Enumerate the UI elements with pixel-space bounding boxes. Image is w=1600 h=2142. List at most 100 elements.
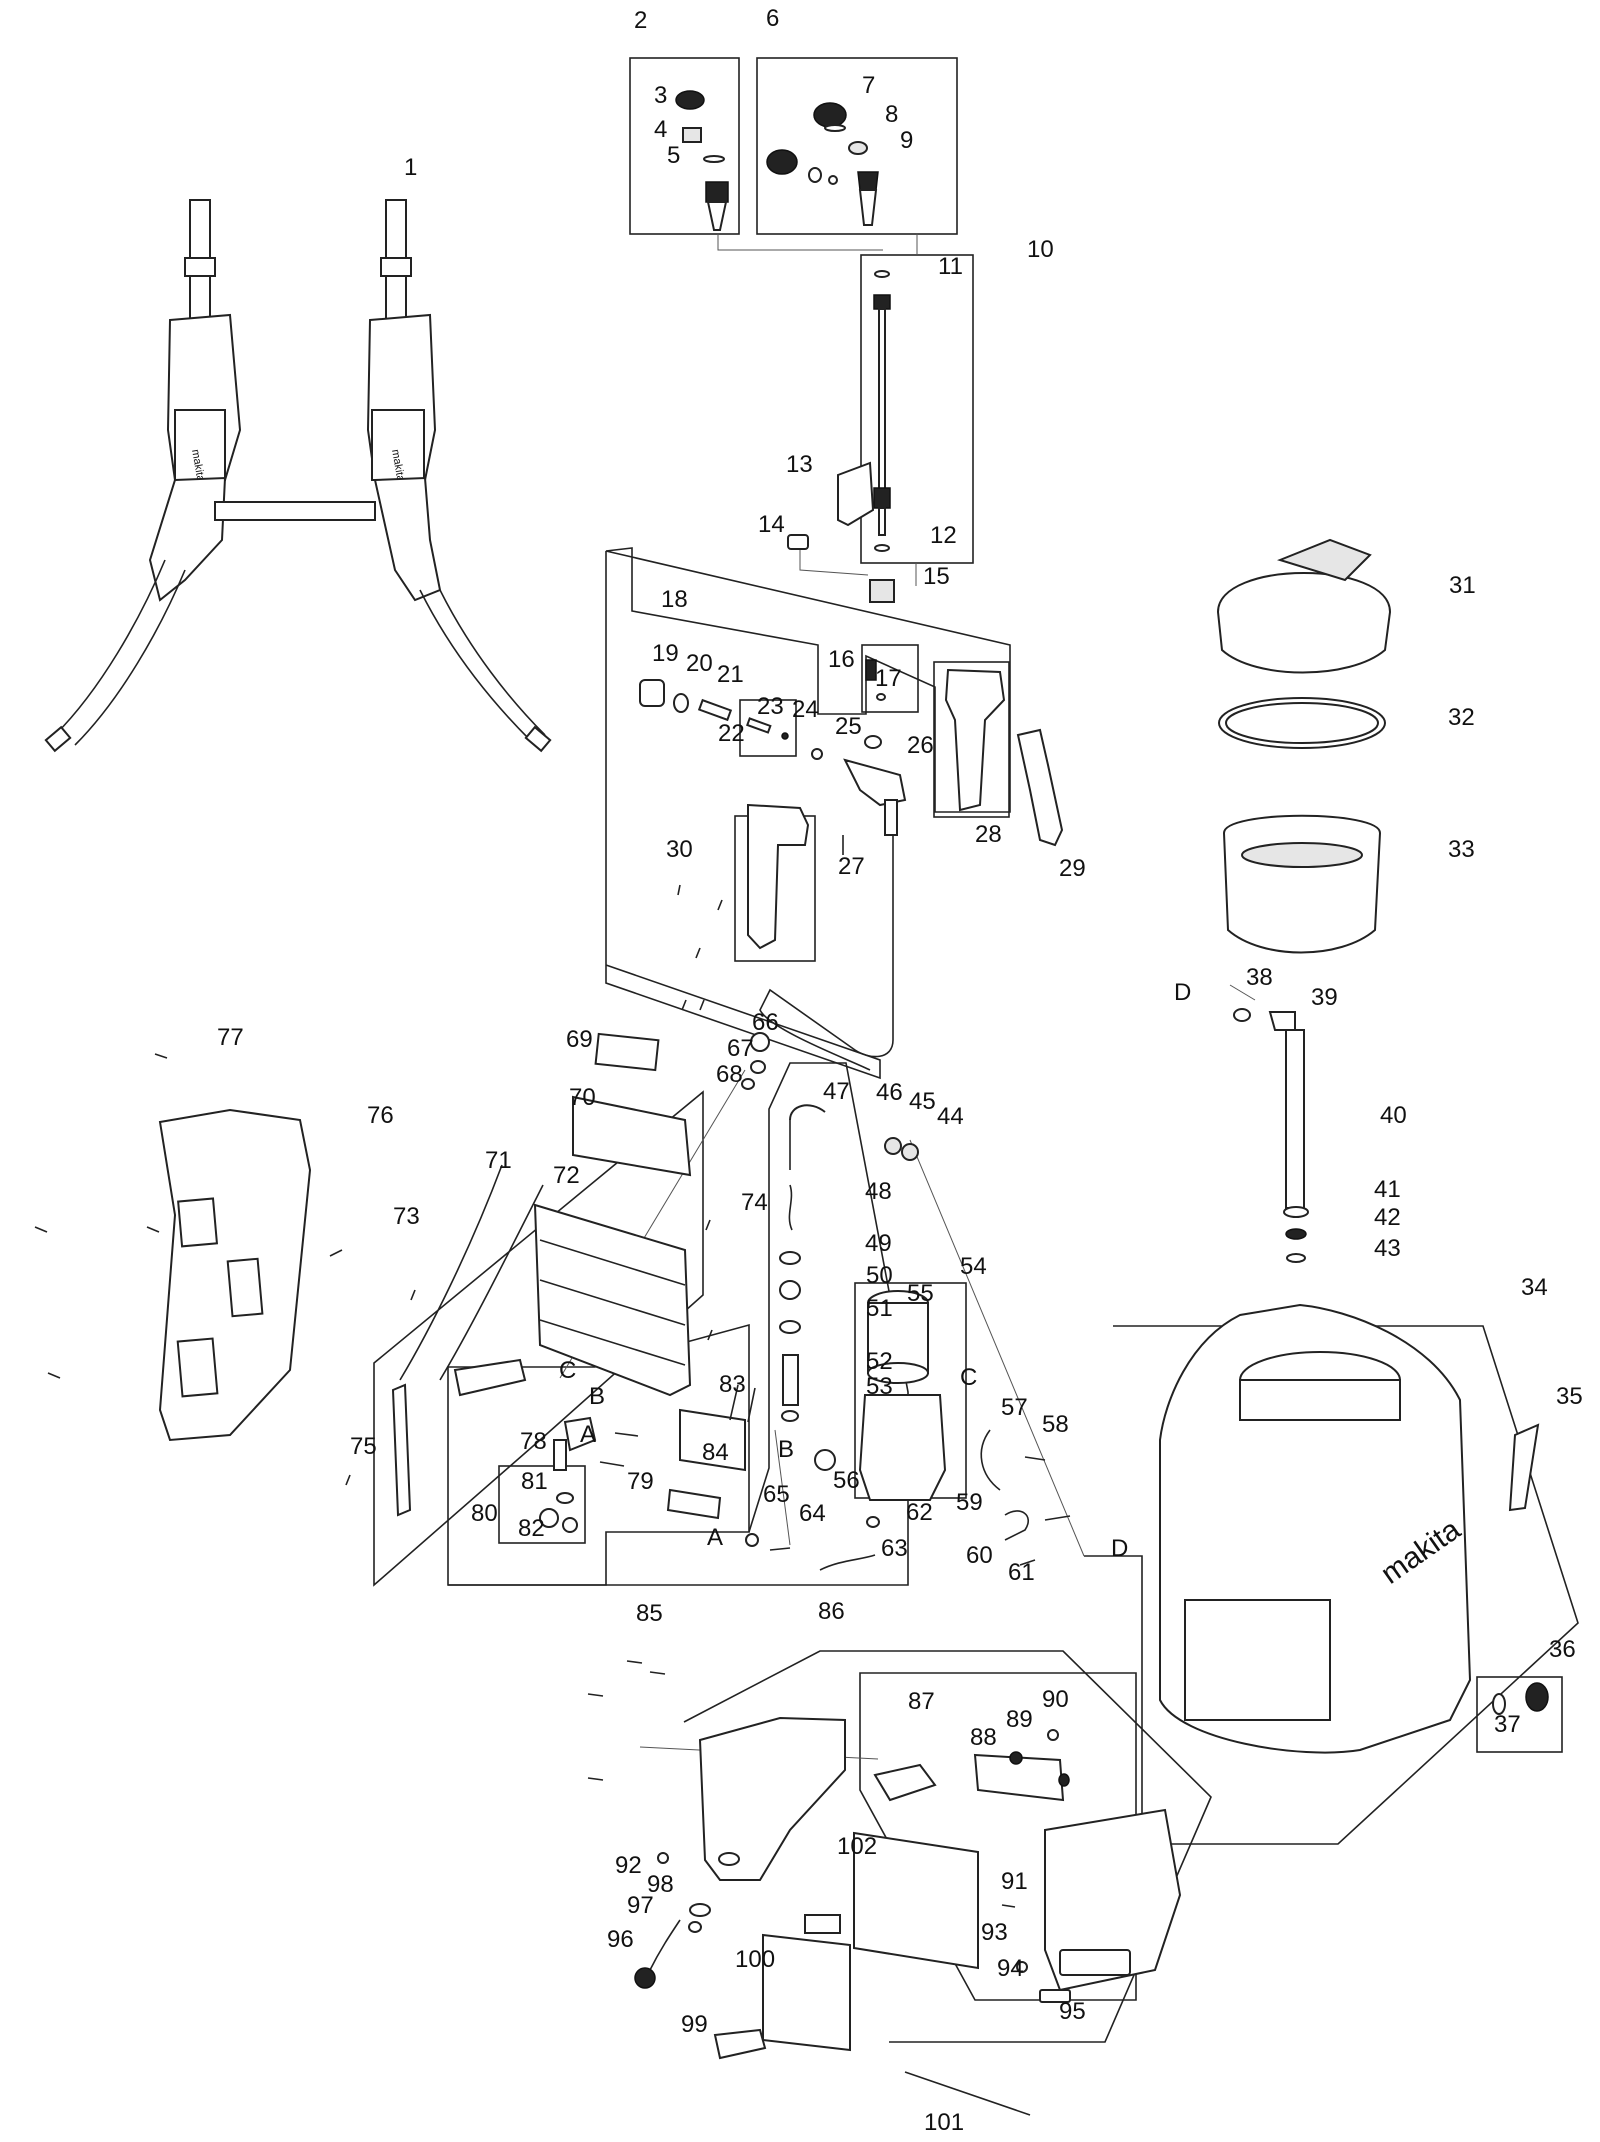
pump-assembly [741, 1032, 1071, 1571]
callout-70: 70 [569, 1084, 596, 1111]
callout-95: 95 [1059, 1998, 1086, 2025]
callout-85: 85 [636, 1600, 663, 1627]
callout-63: 63 [881, 1535, 908, 1562]
callout-2: 2 [634, 7, 647, 34]
svg-text:makita: makita [189, 448, 207, 483]
callout-87: 87 [908, 1688, 935, 1715]
valve-handle [639, 659, 1064, 1071]
callout-20: 20 [686, 650, 713, 677]
box-part-6 [756, 57, 958, 235]
callout-27: 27 [838, 853, 865, 880]
callout-31: 31 [1449, 572, 1476, 599]
callout-91: 91 [1001, 1868, 1028, 1895]
box-part-18 [605, 547, 1011, 813]
spray-lance [787, 270, 895, 603]
connector-letter-a: A [707, 1524, 723, 1551]
box-tank [1084, 1325, 1579, 1845]
box-part-36 [1476, 1676, 1563, 1753]
connector-letter-c: C [960, 1364, 977, 1391]
callout-61: 61 [1008, 1559, 1035, 1586]
callout-45: 45 [909, 1088, 936, 1115]
callout-34: 34 [1521, 1274, 1548, 1301]
callout-36: 36 [1549, 1636, 1576, 1663]
box-part-23 [739, 699, 797, 757]
callout-93: 93 [981, 1919, 1008, 1946]
callout-42: 42 [1374, 1204, 1401, 1231]
callout-62: 62 [906, 1499, 933, 1526]
callout-90: 90 [1042, 1686, 1069, 1713]
callout-6: 6 [766, 5, 779, 32]
callout-102: 102 [837, 1833, 877, 1860]
callout-81: 81 [521, 1468, 548, 1495]
callout-46: 46 [876, 1079, 903, 1106]
callout-94: 94 [997, 1955, 1024, 1982]
callout-35: 35 [1556, 1383, 1583, 1410]
callout-67: 67 [727, 1035, 754, 1062]
callout-21: 21 [717, 661, 744, 688]
callout-29: 29 [1059, 855, 1086, 882]
callout-55: 55 [907, 1280, 934, 1307]
back-frame [34, 1032, 756, 1533]
callout-37: 37 [1494, 1711, 1521, 1738]
callout-101: 101 [924, 2109, 964, 2136]
svg-text:makita: makita [389, 448, 407, 483]
callout-57: 57 [1001, 1394, 1028, 1421]
callout-22: 22 [718, 720, 745, 747]
tank: makita [1159, 1008, 1549, 1754]
callout-9: 9 [900, 127, 913, 154]
callout-88: 88 [970, 1724, 997, 1751]
callout-7: 7 [862, 72, 875, 99]
callout-97: 97 [627, 1892, 654, 1919]
callout-52: 52 [866, 1348, 893, 1375]
box-part-2 [629, 57, 740, 235]
callout-12: 12 [930, 522, 957, 549]
callout-78: 78 [520, 1428, 547, 1455]
callout-26: 26 [907, 732, 934, 759]
callout-18: 18 [661, 586, 688, 613]
callout-15: 15 [923, 563, 950, 590]
battery-housing [587, 1660, 1182, 2116]
connector-letter-a: A [580, 1421, 596, 1448]
callout-56: 56 [833, 1467, 860, 1494]
callout-30: 30 [666, 836, 693, 863]
callout-65: 65 [763, 1481, 790, 1508]
callout-66: 66 [752, 1009, 779, 1036]
callout-17: 17 [875, 665, 902, 692]
callout-100: 100 [735, 1946, 775, 1973]
callout-58: 58 [1042, 1411, 1069, 1438]
box-lower-valve [605, 551, 881, 1080]
callout-40: 40 [1380, 1102, 1407, 1129]
callout-96: 96 [607, 1926, 634, 1953]
callout-1: 1 [404, 154, 417, 181]
callout-23: 23 [757, 693, 784, 720]
callout-13: 13 [786, 451, 813, 478]
callout-11: 11 [938, 253, 963, 280]
callout-16: 16 [828, 646, 855, 673]
connector-letter-b: B [778, 1436, 794, 1463]
callout-75: 75 [350, 1433, 377, 1460]
callout-89: 89 [1006, 1706, 1033, 1733]
callout-50: 50 [866, 1262, 893, 1289]
callout-47: 47 [823, 1078, 850, 1105]
callout-39: 39 [1311, 984, 1338, 1011]
tank-lid-strainer [1216, 538, 1392, 954]
connector-letter-d: D [1174, 979, 1191, 1006]
shoulder-harness: makita makita [44, 199, 552, 753]
callout-53: 53 [866, 1373, 893, 1400]
callout-73: 73 [393, 1203, 420, 1230]
callout-79: 79 [627, 1468, 654, 1495]
callout-80: 80 [471, 1500, 498, 1527]
callout-10: 10 [1027, 236, 1054, 263]
callout-77: 77 [217, 1024, 244, 1051]
box-part-28 [933, 661, 1010, 818]
nozzle-parts [675, 90, 879, 231]
callout-28: 28 [975, 821, 1002, 848]
callout-19: 19 [652, 640, 679, 667]
box-circuit [448, 1062, 909, 1586]
callout-68: 68 [716, 1061, 743, 1088]
callout-33: 33 [1448, 836, 1475, 863]
callout-24: 24 [792, 696, 819, 723]
callout-99: 99 [681, 2011, 708, 2038]
